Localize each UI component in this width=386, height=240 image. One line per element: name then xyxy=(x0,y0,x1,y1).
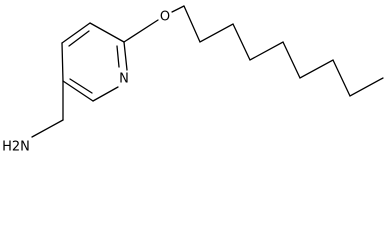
bond-c3-c4 xyxy=(61,22,91,44)
bond-c4-c5 xyxy=(61,42,64,82)
double-bond-n1-c2 xyxy=(116,45,120,68)
atom-labels: O N H2N xyxy=(2,10,170,155)
structure-drawing: O N H2N xyxy=(2,5,384,155)
bond-o-c1 xyxy=(171,5,185,13)
oxygen-label: O xyxy=(160,10,170,25)
nitrogen-label: N xyxy=(119,72,129,87)
bond-c5-c6 xyxy=(62,80,94,102)
pyridine-ring xyxy=(61,22,128,102)
octyloxy-chain xyxy=(123,5,384,97)
aminomethyl-group xyxy=(31,80,64,138)
bond-ch2-n xyxy=(31,119,64,138)
bond-n1-c2 xyxy=(123,41,128,71)
double-bond-c5-c6 xyxy=(69,78,93,94)
double-bond-c3-c4 xyxy=(68,30,90,47)
bond-c2-c3 xyxy=(89,22,125,43)
bond-c6-n1 xyxy=(92,86,119,102)
bond-c2-o xyxy=(123,19,159,43)
amine-label: H2N xyxy=(2,140,30,155)
alkyl-chain xyxy=(183,5,384,97)
